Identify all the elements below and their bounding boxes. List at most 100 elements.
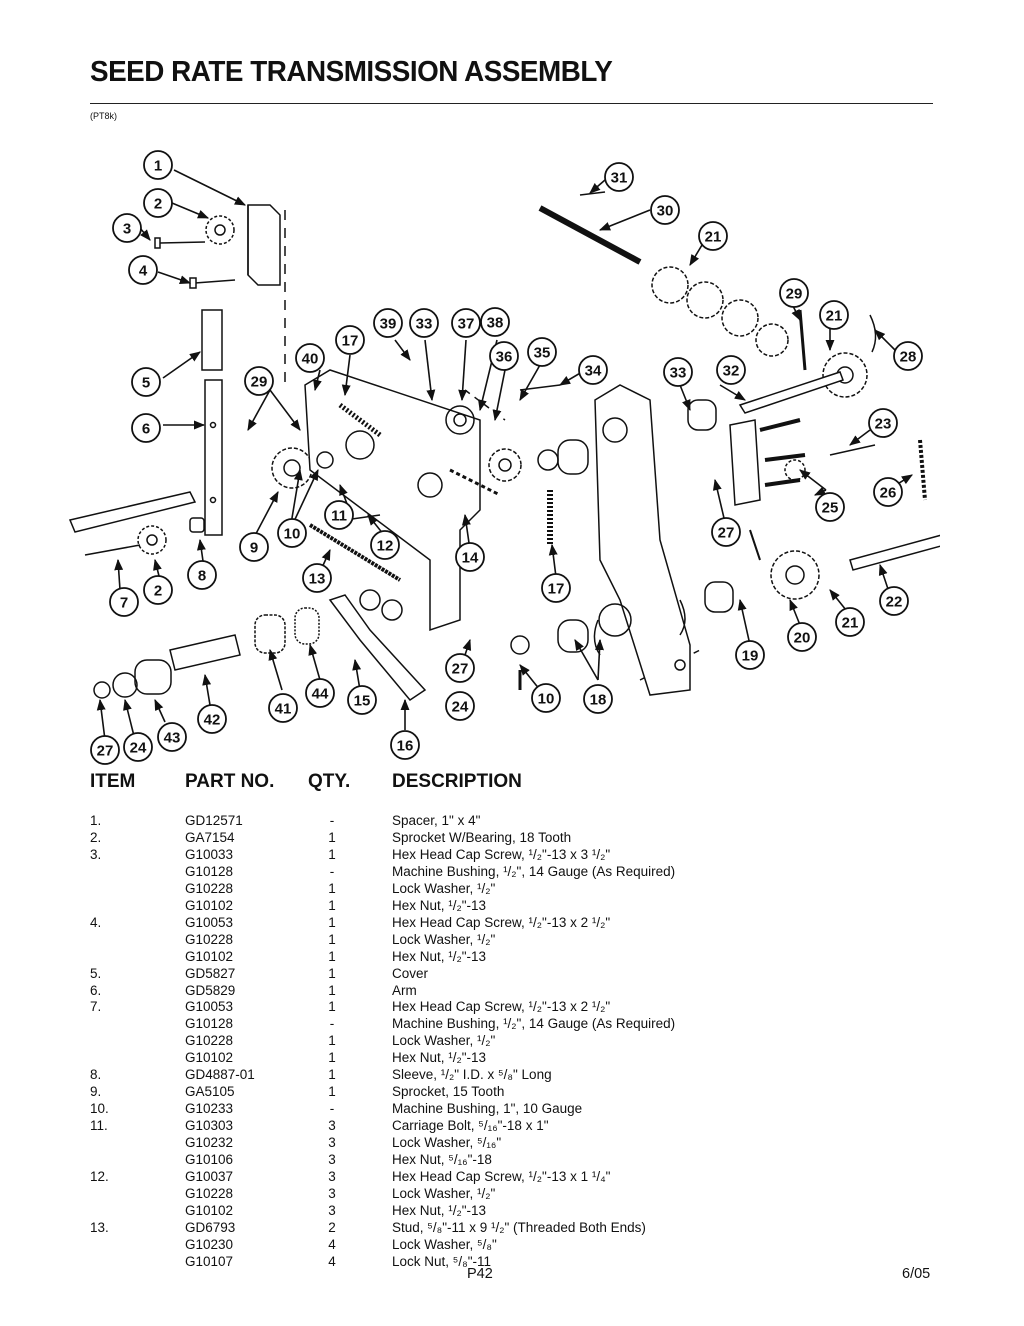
part-number: G10228	[185, 880, 234, 896]
callout-label: 29	[786, 286, 803, 303]
quantity: -	[329, 1016, 335, 1032]
table-row: G10128 - Machine Bushing, ¹/₂", 14 Gauge (…	[0, 1015, 1024, 1032]
table-row: G10128-Machine Bushing, ¹/₂", 14 Gauge (…	[0, 863, 1024, 880]
callout-label: 10	[538, 691, 555, 708]
callout-label: 44	[312, 686, 329, 703]
callout-label: 5	[142, 375, 150, 392]
callout-32: 32	[716, 355, 746, 385]
callout-label: 2	[154, 196, 162, 213]
revision-date: 6/05	[902, 1266, 931, 1282]
description: Lock Washer, ¹/₂"	[392, 880, 496, 896]
callout-29: 29	[244, 366, 274, 396]
callout-label: 21	[842, 615, 859, 632]
callout-label: 31	[611, 170, 628, 187]
callout-39: 39	[373, 308, 403, 338]
callout-43: 43	[157, 722, 187, 752]
description: Hex Nut, ¹/₂"-13	[392, 1202, 487, 1218]
callout-27: 27	[90, 735, 120, 765]
part-number: G10232	[185, 1135, 234, 1151]
table-row: 1.GD12571-Spacer, 1" x 4"	[0, 812, 1024, 829]
quantity: 1	[328, 1067, 336, 1083]
page-number: P42	[467, 1266, 493, 1282]
quantity: 3	[328, 1185, 336, 1201]
callout-label: 8	[198, 568, 206, 585]
callout-31: 31	[604, 162, 634, 192]
part-number: G10230	[185, 1236, 234, 1252]
part-number: G10303	[185, 1118, 234, 1134]
callout-label: 27	[718, 525, 735, 542]
item-number: 9.	[90, 1084, 102, 1100]
callout-38: 38	[480, 307, 510, 337]
callout-label: 11	[331, 508, 347, 525]
callout-14: 14	[455, 542, 485, 572]
callout-label: 17	[342, 333, 359, 350]
quantity: 1	[328, 1033, 336, 1049]
callout-21: 21	[819, 300, 849, 330]
callout-label: 28	[900, 349, 917, 366]
callout-26: 26	[873, 477, 903, 507]
part-number: G10128	[185, 1016, 234, 1032]
callout-label: 37	[458, 316, 475, 333]
callout-24: 24	[445, 691, 475, 721]
callout-label: 30	[657, 203, 674, 220]
callout-12: 12	[370, 530, 400, 560]
callout-label: 13	[309, 571, 326, 588]
callout-label: 34	[585, 363, 602, 380]
part-number: G10128	[185, 863, 234, 879]
item-number: 6.	[90, 982, 102, 998]
page-title: SEED RATE TRANSMISSION ASSEMBLY	[90, 56, 613, 88]
callout-label: 19	[742, 648, 759, 665]
quantity: 2	[328, 1219, 336, 1235]
description: Lock Washer, ¹/₂"	[392, 1033, 496, 1049]
header-description: DESCRIPTION	[392, 771, 522, 792]
description: Hex Nut, ¹/₂"-13	[392, 948, 487, 964]
callout-27: 27	[445, 653, 475, 683]
item-number: 2.	[90, 829, 102, 845]
callout-22: 22	[879, 586, 909, 616]
callout-18: 18	[583, 684, 613, 714]
callout-label: 2	[154, 583, 162, 600]
callout-label: 36	[496, 349, 513, 366]
callout-5: 5	[131, 367, 161, 397]
callout-label: 21	[705, 229, 722, 246]
part-number: GA5105	[185, 1084, 235, 1100]
header-item: ITEM	[90, 771, 136, 792]
callout-20: 20	[787, 622, 817, 652]
quantity: 3	[328, 1118, 336, 1134]
part-number: G10053	[185, 914, 234, 930]
description: Hex Nut, ¹/₂"-13	[392, 1050, 487, 1066]
description: Lock Nut, ⁵/₈"-11	[392, 1253, 492, 1269]
callout-label: 40	[302, 351, 319, 368]
callout-label: 24	[130, 740, 147, 757]
quantity: 1	[328, 880, 336, 896]
description: Hex Head Cap Screw, ¹/₂"-13 x 2 ¹/₂"	[392, 914, 611, 930]
callout-label: 21	[826, 308, 843, 325]
item-number: 7.	[90, 999, 102, 1015]
part-number: G10053	[185, 999, 234, 1015]
description: Machine Bushing, ¹/₂", 14 Gauge (As Requ…	[392, 1016, 676, 1032]
quantity: 1	[328, 931, 336, 947]
title-rule	[90, 103, 933, 104]
part-number: GD5827	[185, 965, 236, 981]
item-number: 4.	[90, 914, 102, 930]
callout-label: 12	[377, 538, 394, 555]
callout-16: 16	[390, 730, 420, 760]
callout-2: 2	[143, 188, 173, 218]
description: Lock Washer, ⁵/₁₆"	[392, 1135, 502, 1151]
item-number: 1.	[90, 813, 102, 828]
item-number: 5.	[90, 965, 102, 981]
description: Lock Washer, ⁵/₈"	[392, 1236, 497, 1252]
